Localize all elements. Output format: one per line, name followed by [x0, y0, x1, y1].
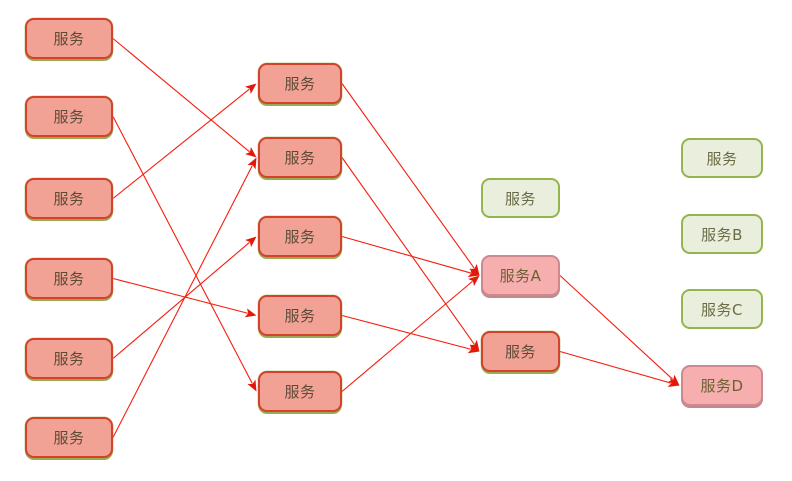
service-node-r4[interactable]: 服务D: [681, 365, 763, 406]
edge-m5-to-c2: [341, 275, 480, 392]
edge-arrowhead-icon: [245, 236, 257, 248]
service-node-label: 服务B: [701, 225, 743, 244]
service-node-label: 服务: [706, 149, 738, 168]
edge-m2-to-c3: [341, 157, 480, 352]
service-node-label: 服务: [284, 149, 316, 167]
service-node-r1[interactable]: 服务: [681, 138, 763, 178]
edge-arrowhead-icon: [668, 374, 680, 386]
service-node-label: 服务: [284, 228, 316, 246]
service-node-label: 服务: [53, 190, 85, 208]
service-node-m4[interactable]: 服务: [258, 295, 342, 336]
service-node-label: 服务: [53, 108, 85, 126]
service-node-label: 服务: [504, 343, 536, 361]
edge-arrowhead-icon: [469, 339, 480, 352]
service-node-label: 服务A: [499, 267, 542, 285]
edge-arrowhead-icon: [469, 263, 480, 276]
edge-arrowhead-icon: [467, 268, 480, 277]
service-node-c1[interactable]: 服务: [481, 178, 560, 218]
service-node-l1[interactable]: 服务: [25, 18, 113, 59]
edge-arrowhead-icon: [667, 378, 680, 387]
service-node-l5[interactable]: 服务: [25, 338, 113, 379]
service-node-label: 服务: [53, 270, 85, 288]
service-node-m2[interactable]: 服务: [258, 137, 342, 178]
edge-arrowhead-icon: [247, 157, 257, 170]
service-node-r3[interactable]: 服务C: [681, 289, 763, 329]
service-node-label: 服务: [284, 307, 316, 325]
service-node-r2[interactable]: 服务B: [681, 214, 763, 254]
edge-m3-to-c2: [341, 235, 480, 277]
edge-arrowhead-icon: [245, 83, 257, 94]
edge-m4-to-c3: [341, 314, 480, 354]
service-node-m5[interactable]: 服务: [258, 371, 342, 412]
service-node-m3[interactable]: 服务: [258, 216, 342, 257]
edge-c3-to-r4: [559, 350, 680, 387]
service-node-label: 服务: [53, 30, 85, 48]
service-node-label: 服务C: [701, 300, 743, 319]
service-node-c3[interactable]: 服务: [481, 331, 560, 372]
service-node-c2[interactable]: 服务A: [481, 255, 560, 296]
service-node-l4[interactable]: 服务: [25, 258, 113, 299]
service-node-m1[interactable]: 服务: [258, 63, 342, 104]
edge-l1-to-m2: [112, 38, 257, 158]
edge-arrowhead-icon: [245, 146, 257, 158]
edge-l4-to-m4: [112, 277, 257, 318]
edge-l3-to-m1: [112, 83, 257, 199]
edge-l2-to-m5: [112, 116, 257, 392]
edge-l5-to-m3: [112, 236, 257, 359]
service-node-l6[interactable]: 服务: [25, 417, 113, 458]
edge-c2-to-r4: [559, 275, 680, 386]
edge-arrowhead-icon: [467, 344, 480, 354]
edge-arrowhead-icon: [468, 275, 480, 287]
edge-l6-to-m2: [112, 157, 257, 438]
edge-arrowhead-icon: [247, 379, 257, 392]
service-node-l2[interactable]: 服务: [25, 96, 113, 137]
service-node-label: 服务: [284, 383, 316, 401]
edge-m1-to-c2: [341, 83, 480, 276]
service-node-label: 服务D: [700, 377, 744, 395]
service-node-l3[interactable]: 服务: [25, 178, 113, 219]
service-node-label: 服务: [53, 350, 85, 368]
service-node-label: 服务: [504, 189, 536, 208]
service-node-label: 服务: [284, 75, 316, 93]
service-node-label: 服务: [53, 429, 85, 447]
edge-arrowhead-icon: [244, 308, 257, 318]
